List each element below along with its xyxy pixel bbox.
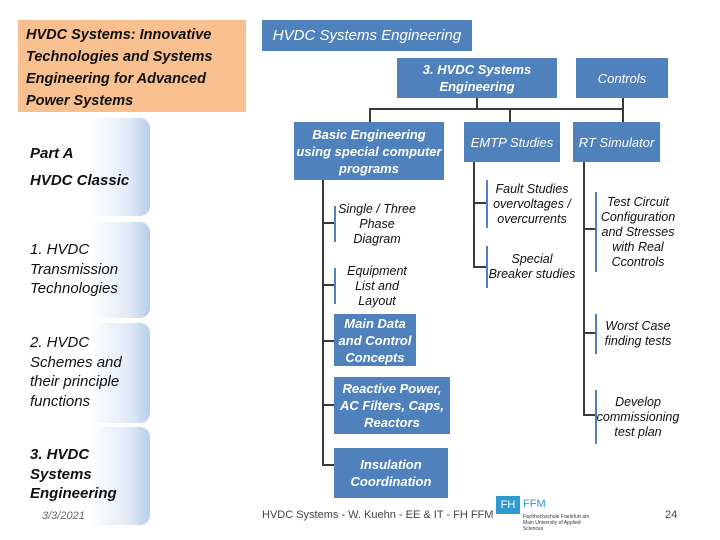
node-root[interactable]: 3. HVDC Systems Engineering	[397, 58, 557, 98]
node-emtp-studies[interactable]: EMTP Studies	[464, 122, 560, 162]
sidebar-item-2[interactable]: 2. HVDC Schemes and their principle func…	[18, 323, 150, 423]
node-develop-commissioning[interactable]: Develop commissioning test plan	[595, 390, 679, 444]
sidebar-item-1[interactable]: 1. HVDC Transmission Technologies	[18, 222, 150, 318]
logo-caption: Fachhochschule Frankfurt am Main Univers…	[523, 514, 590, 532]
node-insulation-coordination[interactable]: Insulation Coordination	[334, 448, 448, 498]
sidebar-part-label: Part A	[30, 145, 74, 162]
sidebar-item-label: 1. HVDC Transmission Technologies	[30, 241, 119, 297]
sidebar-item-3[interactable]: 3. HVDC Systems Engineering 3/3/2021	[18, 427, 150, 525]
university-logo: FH FFM Fachhochschule Frankfurt am Main …	[496, 496, 600, 540]
page-number: 24	[665, 509, 678, 521]
sidebar-part-a[interactable]: Part A HVDC Classic	[18, 118, 150, 216]
node-reactive-power[interactable]: Reactive Power, AC Filters, Caps, Reacto…	[334, 377, 450, 434]
slide-title: HVDC Systems: Innovative Technologies an…	[18, 20, 246, 112]
node-worst-case[interactable]: Worst Case finding tests	[595, 314, 679, 354]
node-equipment-list[interactable]: Equipment List and Layout	[334, 264, 418, 308]
logo-ffm: FFM	[523, 498, 546, 510]
node-fault-studies[interactable]: Fault Studies overvoltages / overcurrent…	[486, 180, 576, 228]
footer-text: HVDC Systems - W. Kuehn - EE & IT - FH F…	[262, 509, 494, 521]
header-title: HVDC Systems Engineering	[262, 20, 472, 51]
node-basic-engineering[interactable]: Basic Engineering using special computer…	[294, 122, 444, 180]
sidebar-item-label: 3. HVDC Systems Engineering	[30, 446, 117, 502]
logo-fh: FH	[496, 496, 520, 514]
node-test-circuit[interactable]: Test Circuit Configuration and Stresses …	[595, 192, 679, 272]
node-single-three-phase[interactable]: Single / Three Phase Diagram	[334, 202, 418, 246]
node-special-breaker[interactable]: Special Breaker studies	[486, 246, 576, 288]
node-controls[interactable]: Controls	[576, 58, 668, 98]
slide-date: 3/3/2021	[42, 510, 85, 522]
sidebar-item-label: 2. HVDC Schemes and their principle func…	[30, 334, 122, 410]
sidebar-part-sub: HVDC Classic	[30, 172, 130, 189]
node-rt-simulator[interactable]: RT Simulator	[573, 122, 660, 162]
node-main-data[interactable]: Main Data and Control Concepts	[334, 314, 416, 366]
